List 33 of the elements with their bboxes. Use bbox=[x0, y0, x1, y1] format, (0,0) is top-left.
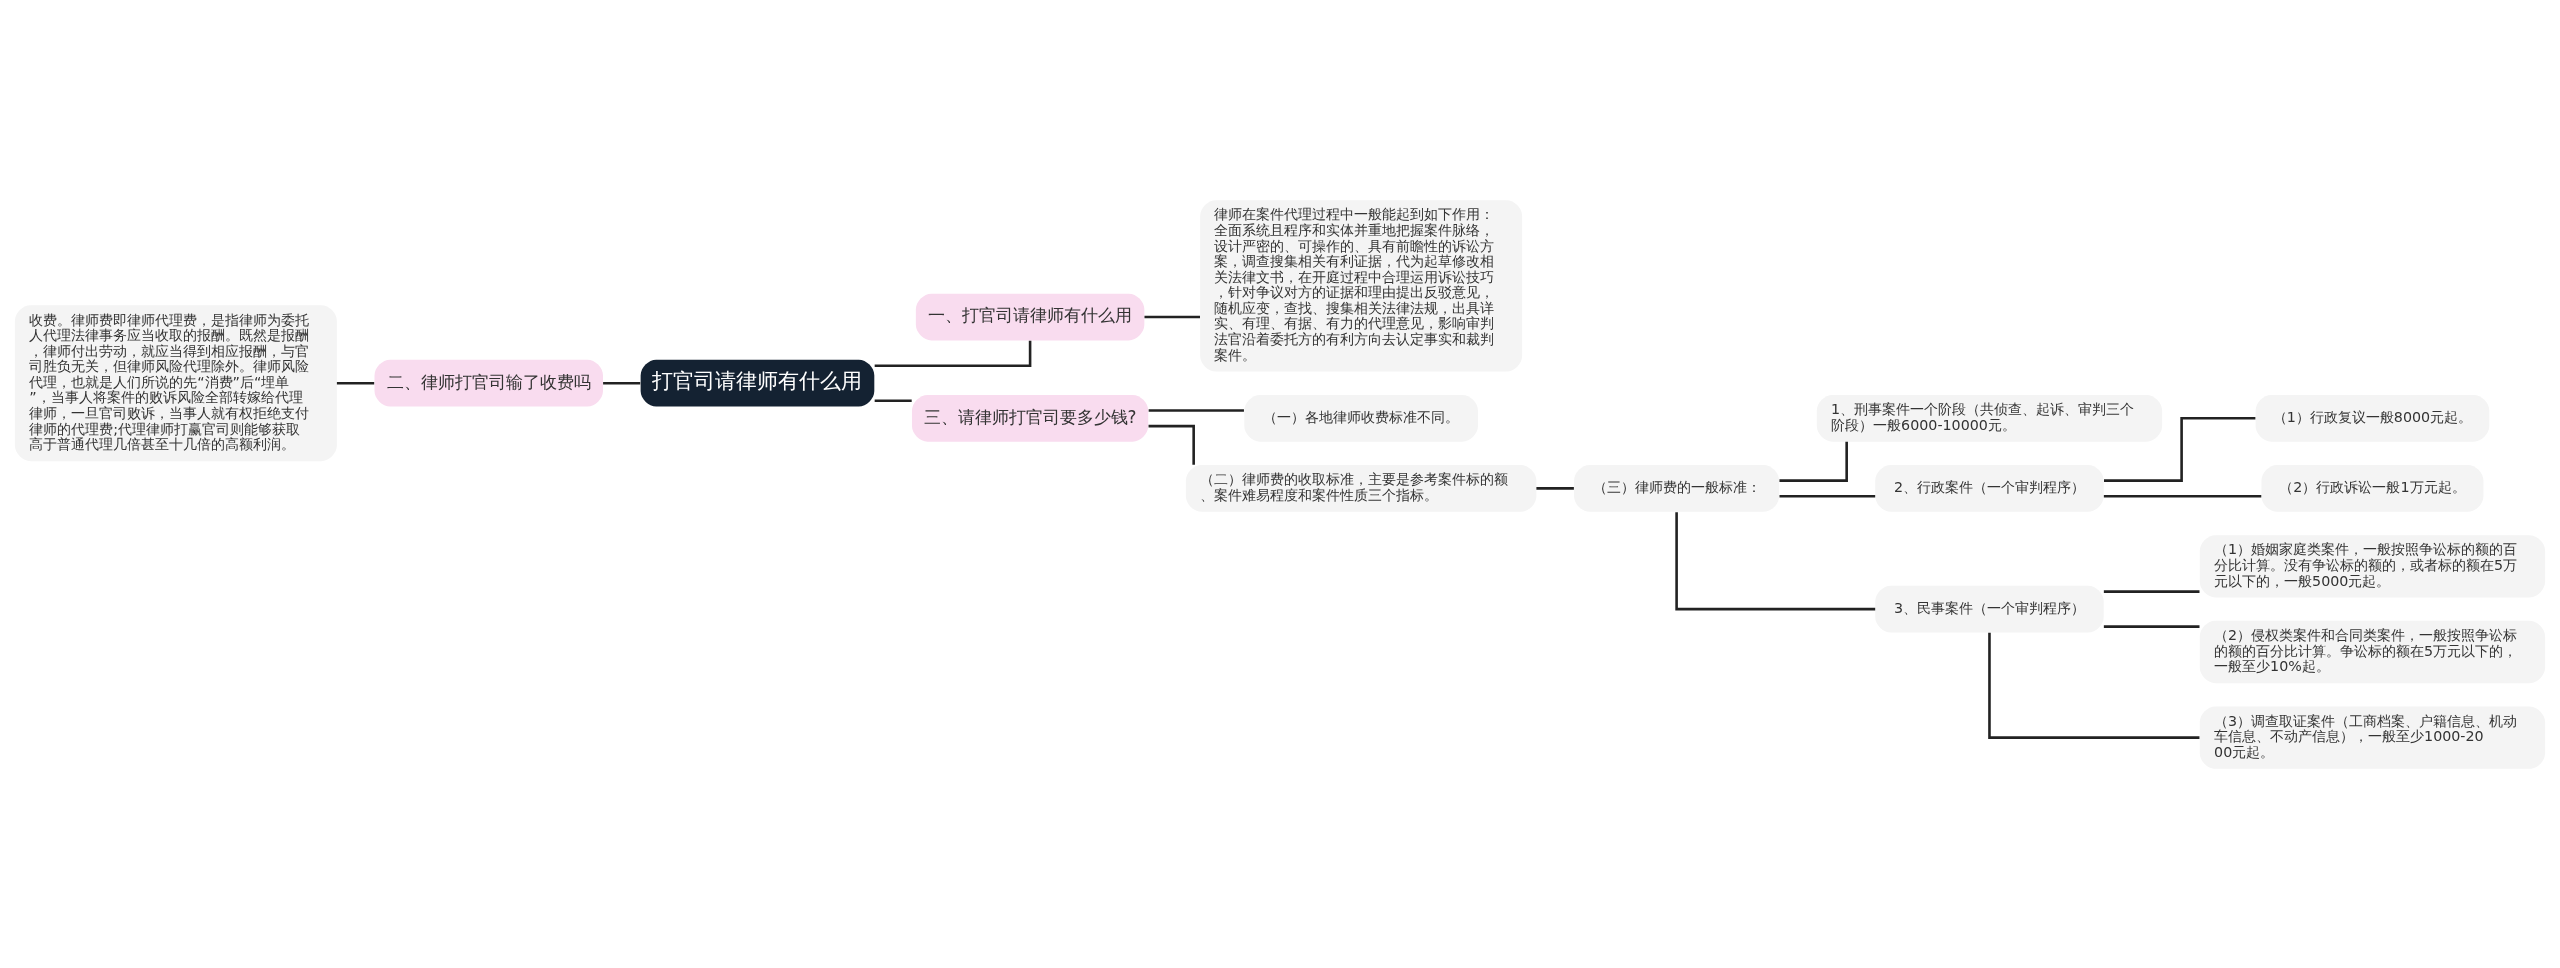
node-box: （一）各地律师收费标准不同。 bbox=[1244, 394, 1478, 442]
connector bbox=[2103, 624, 2200, 628]
connector bbox=[1148, 408, 1244, 412]
connector bbox=[1536, 486, 1574, 490]
node-box: 二、律师打官司输了收费吗 bbox=[374, 359, 603, 407]
connector bbox=[603, 381, 641, 385]
connector bbox=[1675, 511, 1876, 610]
connector bbox=[1144, 315, 1200, 318]
connector bbox=[2103, 494, 2262, 497]
connector bbox=[2104, 416, 2256, 482]
connector bbox=[874, 340, 1032, 367]
node-box: 1、刑事案件一个阶段（共侦查、起诉、审判三个阶段）一般6000-10000元。 bbox=[1816, 394, 2163, 442]
connector bbox=[2103, 589, 2200, 593]
node-box: （2）行政诉讼一般1万元起。 bbox=[2261, 464, 2484, 512]
connector bbox=[336, 381, 375, 385]
node-box: 打官司请律师有什么用 bbox=[640, 359, 875, 407]
node-box: （1）行政复议一般8000元起。 bbox=[2255, 394, 2490, 442]
node-box: 一、打官司请律师有什么用 bbox=[915, 293, 1145, 340]
node-box: （三）律师费的一般标准： bbox=[1574, 464, 1780, 512]
connector bbox=[1988, 632, 2200, 739]
node-box: （3）调查取证案件（工商档案、户籍信息、机动车信息、不动产信息），一般至少1000-2000元起。 bbox=[2199, 706, 2546, 769]
node-box: （1）婚姻家庭类案件，一般按照争讼标的额的百分比计算。没有争讼标的额的，或者标的额在5万元以下的，一般5000元起。 bbox=[2199, 534, 2546, 597]
node-box: （2）侵权类案件和合同类案件，一般按照争讼标的额的百分比计算。争讼标的额在5万元以下的，一般至少10%起。 bbox=[2199, 620, 2546, 683]
node-box: 2、行政案件（一个审判程序） bbox=[1875, 464, 2104, 512]
connector bbox=[1779, 441, 1848, 482]
node-box: 三、请律师打官司要多少钱? bbox=[911, 394, 1149, 442]
node-box: 律师在案件代理过程中一般能起到如下作用：全面系统且程序和实体并重地把握案件脉络，设计严密的、可操作的、具有前瞻性的诉讼方案，调查搜集相关有利证据，代为起草修改相关法律文书，在开庭过程中合理运用诉讼技巧，针对争议对方的证据和理由提出反驳意见，随机应变，查找、搜集相关法律法规，出具详实、有理、有据、有力的代理意见，影响审判法官沿着委托方的有利方向去认定事实和裁判案件。 bbox=[1200, 199, 1523, 372]
node-box: （二）律师费的收取标准，主要是参考案件标的额、案件难易程度和案件性质三个指标。 bbox=[1185, 464, 1537, 512]
node-box: 收费。律师费即律师代理费，是指律师为委托人代理法律事务应当收取的报酬。既然是报酬，律师付出劳动，就应当得到相应报酬，与官司胜负无关，但律师风险代理除外。律师风险代理，也就是人们所说的先“消费”后“埋单”，当事人将案件的败诉风险全部转嫁给代理律师，一旦官司败诉，当事人就有权拒绝支付律师的代理费;代理律师打赢官司则能够获取高于普通代理几倍甚至十几倍的高额利润。 bbox=[14, 304, 337, 461]
connector bbox=[874, 398, 912, 402]
node-box: 3、民事案件（一个审判程序） bbox=[1875, 585, 2104, 632]
connector bbox=[1148, 424, 1195, 465]
connector bbox=[1779, 494, 1876, 497]
